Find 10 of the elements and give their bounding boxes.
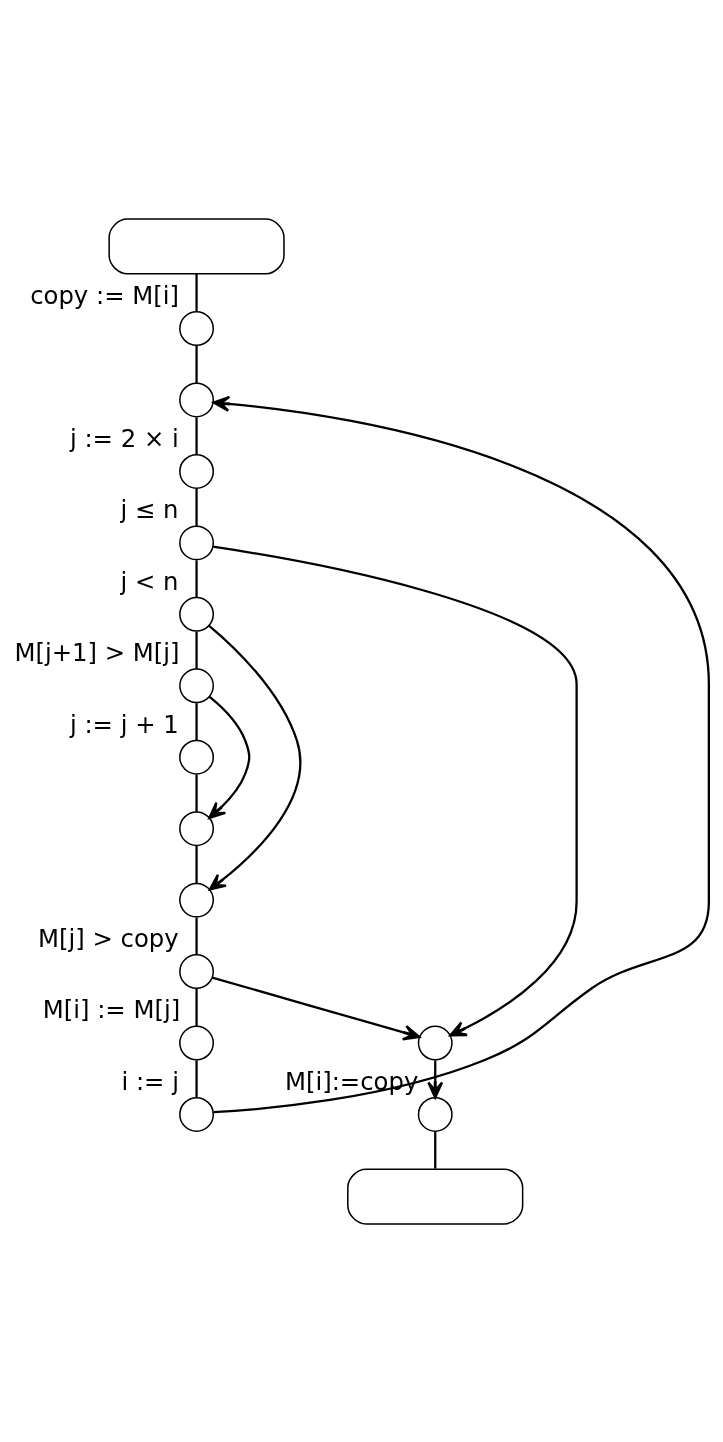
node-label: M[i]:=copy <box>284 1066 419 1096</box>
node-label: j < n <box>120 566 179 596</box>
node-label: copy := M[i] <box>30 280 179 310</box>
node-label: j := 2 × i <box>69 423 179 453</box>
node-label: j ≤ n <box>120 494 179 524</box>
node-label: M[i] := M[j] <box>42 994 181 1024</box>
node-label: M[j] > copy <box>38 923 179 953</box>
node-label: i := j <box>121 1066 179 1096</box>
node-label: j := j + 1 <box>69 709 179 739</box>
node-label: M[j+1] > M[j] <box>14 637 180 667</box>
